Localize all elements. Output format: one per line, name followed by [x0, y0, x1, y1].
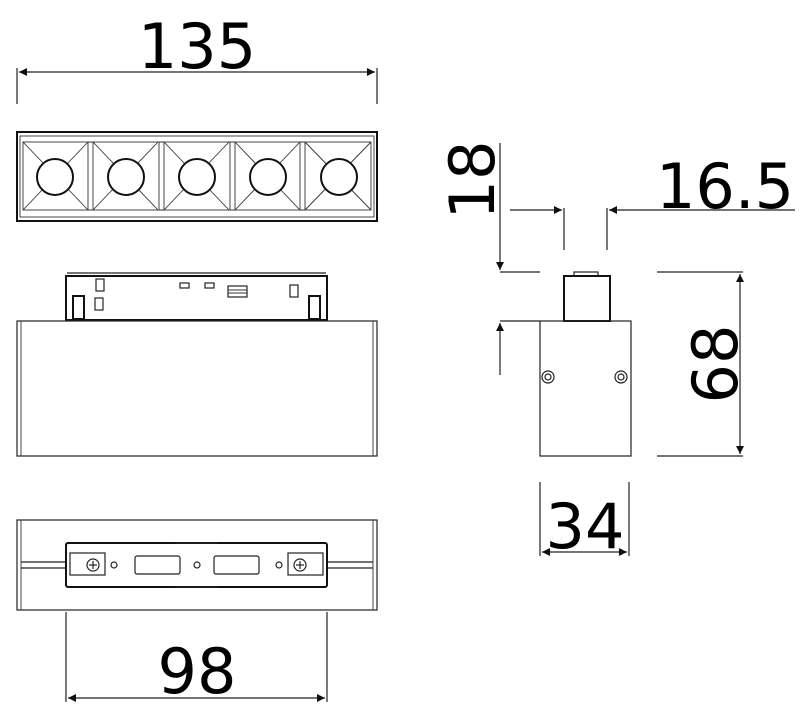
side-view — [539, 271, 632, 457]
screw-icon-side-right — [614, 370, 628, 384]
screw-icon-side-left — [541, 370, 555, 384]
led-array — [22, 141, 372, 211]
dimension-34: 34 — [539, 482, 630, 563]
dimension-68: 68 — [657, 271, 752, 457]
led-lens-icon — [36, 158, 74, 196]
bottom-view — [16, 519, 378, 611]
led-lens-icon — [249, 158, 287, 196]
led-cell-3 — [163, 141, 236, 211]
dimension-98: 98 — [65, 612, 328, 708]
led-cell-2 — [92, 141, 165, 211]
dimension-label-135: 135 — [138, 10, 256, 83]
dimension-16-5: 16.5 — [510, 150, 795, 250]
led-lens-icon — [107, 158, 145, 196]
top-view — [16, 131, 378, 222]
led-cell-5 — [304, 141, 372, 211]
dimension-label-68: 68 — [679, 325, 752, 404]
screw-icon-left — [86, 558, 100, 572]
dimension-label-98: 98 — [158, 635, 237, 708]
led-lens-icon — [178, 158, 216, 196]
dimension-18: 18 — [436, 141, 540, 375]
screw-icon-right — [293, 558, 307, 572]
front-view — [16, 272, 378, 457]
dimension-label-34: 34 — [546, 490, 625, 563]
led-cell-4 — [234, 141, 306, 211]
dimension-label-18: 18 — [436, 141, 509, 220]
led-cell-1 — [22, 141, 94, 211]
led-lens-icon — [320, 158, 358, 196]
dimension-135: 135 — [16, 10, 378, 104]
dimension-label-16-5: 16.5 — [656, 150, 794, 223]
